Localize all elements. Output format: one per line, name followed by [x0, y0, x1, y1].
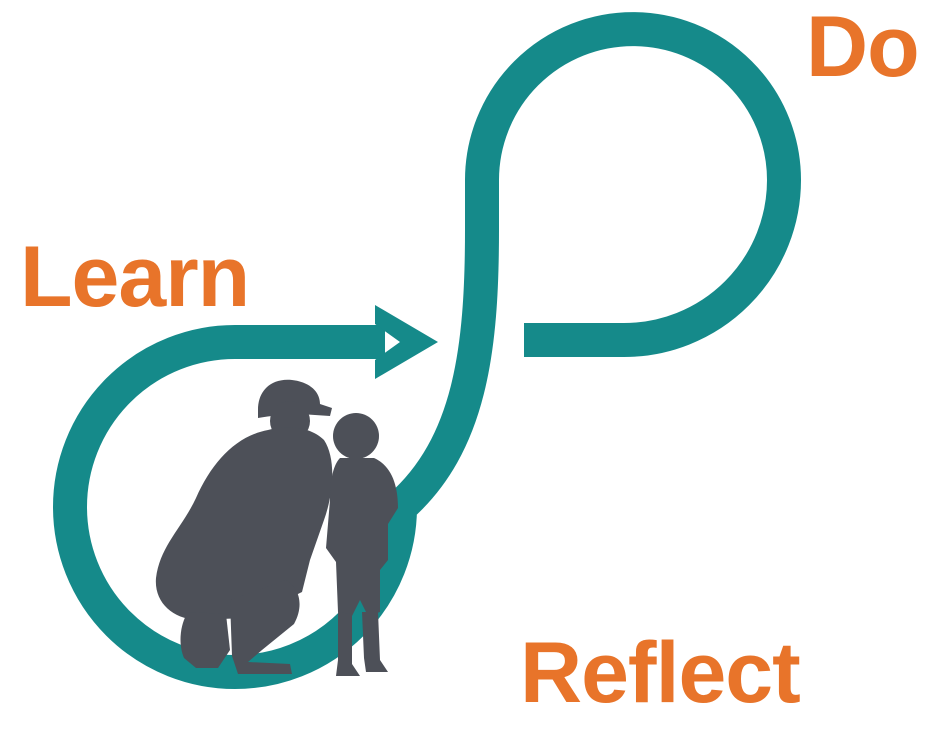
- child-head: [333, 413, 379, 459]
- adult-body: [155, 427, 333, 620]
- child-body: [326, 458, 398, 616]
- adult-leg-back: [180, 612, 230, 668]
- child-leg-left: [336, 612, 360, 676]
- adult-leg-front: [230, 580, 300, 674]
- stage-label-reflect: Reflect: [520, 625, 800, 721]
- adult-and-child-silhouette-icon: [155, 379, 398, 676]
- arrow-right-icon: [375, 305, 438, 379]
- stage-label-learn: Learn: [20, 229, 249, 325]
- upper-loop-path: [465, 12, 802, 357]
- stage-label-do: Do: [806, 0, 919, 95]
- child-leg-right: [362, 612, 388, 672]
- lower-loop-path: [53, 229, 499, 689]
